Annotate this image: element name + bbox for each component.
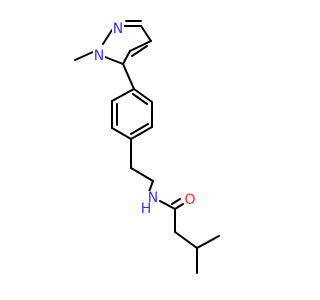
atom-label-n-methyl: N [94, 48, 104, 64]
atom-label-backdrop [184, 193, 196, 207]
bond-ch2-nh [148, 180, 154, 193]
bond-carbonyl-o [174, 203, 184, 210]
atom-label-backdrop [147, 191, 159, 205]
bond-n1-methyl [74, 51, 94, 61]
bond-carbonyl-o-double [171, 198, 181, 205]
bond-ph3-ph4 [111, 127, 132, 140]
bond-c5-n1-ring [122, 50, 131, 65]
bond-ch2-ch [174, 231, 198, 249]
bond-ch2-ch2 [130, 167, 154, 182]
atom-label-backdrop [140, 202, 152, 216]
bond-ph6-ph1 [133, 88, 153, 103]
bond-c4-c5-double [131, 45, 148, 57]
bond-ph1-ph2 [111, 88, 135, 102]
bond-n1-c5 [104, 56, 124, 65]
atom-label-backdrop [93, 49, 105, 63]
bond-c4-c5 [129, 40, 152, 52]
atom-label-n-ring: N [113, 21, 123, 37]
atom-label-backdrop [112, 22, 124, 36]
bond-n1-n2 [102, 29, 113, 45]
atom-label-o: O [184, 192, 195, 208]
bond-ch-ch3-right [196, 235, 220, 249]
bond-layer [74, 20, 220, 274]
bond-nh-carbonyl [159, 200, 176, 210]
atom-label-nh: N [148, 190, 158, 206]
bond-c3-c4 [140, 25, 152, 42]
bond-ph4-ph5-inner [130, 123, 149, 135]
atom-label-h-on-n: H [141, 201, 152, 217]
bond-c5-phenyl [122, 63, 135, 90]
bond-ph6-ph1-inner [132, 93, 148, 105]
bond-ph4-ph5 [130, 126, 153, 140]
